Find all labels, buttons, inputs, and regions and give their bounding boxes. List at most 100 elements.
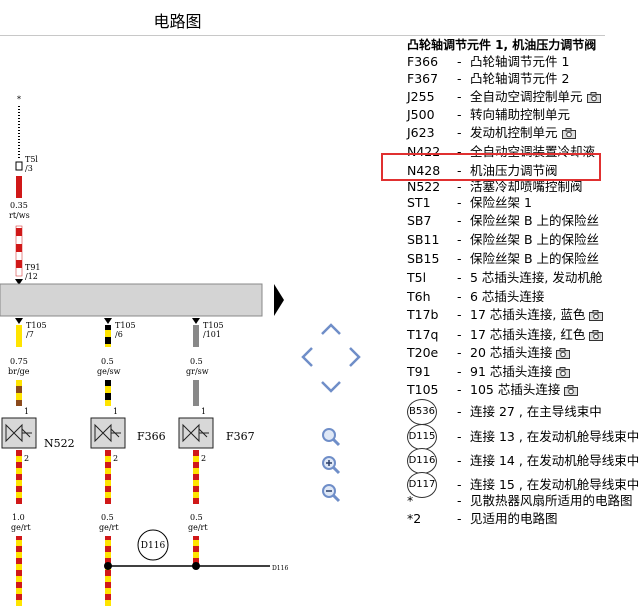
camera-icon[interactable]: [556, 367, 571, 378]
legend-item-desc-text: 保险丝架 B 上的保险丝: [470, 251, 600, 266]
zoom-in-button[interactable]: [320, 454, 342, 476]
legend-item-dash: -: [457, 232, 462, 247]
legend-item-dash: -: [457, 144, 462, 159]
legend-item-dash: -: [457, 270, 462, 285]
camera-icon[interactable]: [589, 310, 604, 321]
legend-item-dash: -: [457, 179, 462, 194]
f367-wire-gauge: 0.5: [190, 357, 203, 366]
legend-item-desc-text: 连接 15 , 在发动机舱导线束中: [470, 477, 639, 492]
legend-item-desc: 全自动空调控制单元: [470, 88, 601, 106]
legend-item-code: SB15: [407, 251, 440, 266]
camera-icon[interactable]: [561, 128, 576, 139]
legend-item-code: J623: [407, 125, 435, 140]
legend-item-code: *: [407, 493, 414, 508]
f367-wire-color: gr/sw: [186, 367, 209, 376]
legend-item-dash: -: [457, 327, 462, 342]
f366-lower-color: ge/rt: [99, 523, 119, 532]
legend-item-desc: 凸轮轴调节元件 2: [470, 70, 569, 88]
legend-item-dash: -: [457, 404, 462, 419]
legend-item-desc: 保险丝架 B 上的保险丝: [470, 250, 599, 268]
f367-lower-color: ge/rt: [188, 523, 208, 532]
legend-item-desc-text: 20 芯插头连接: [470, 345, 553, 360]
n522-label: N522: [44, 437, 75, 450]
f367-connector-code: T105: [203, 321, 224, 330]
legend-item-code: T17q: [407, 327, 439, 342]
legend-item-dash: -: [457, 511, 462, 526]
pan-up-button[interactable]: [320, 318, 342, 340]
f366-wire-gauge: 0.5: [101, 357, 114, 366]
t91-code: T91: [25, 263, 41, 272]
legend-item-code: T5l: [407, 270, 427, 285]
junction-d116[interactable]: D116 D116: [104, 529, 288, 572]
camera-icon[interactable]: [586, 92, 601, 103]
legend-item-desc-text: 连接 13 , 在发动机舱导线束中: [470, 429, 639, 444]
star-marker: *: [17, 95, 21, 104]
legend-item-code: F366: [407, 54, 439, 69]
legend-item-desc-text: 5 芯插头连接, 发动机舱: [470, 270, 603, 285]
bus-bar: [0, 283, 284, 317]
camera-icon[interactable]: [564, 385, 579, 396]
chevron-up-icon: [321, 323, 341, 335]
legend-item-desc: 91 芯插头连接: [470, 363, 571, 381]
legend-item-desc-text: 6 芯插头连接: [470, 289, 545, 304]
legend-item-code: D116: [407, 448, 437, 474]
legend-item-code: F367: [407, 71, 439, 86]
f366-pin-bottom: 2: [113, 454, 118, 463]
legend-item-desc: 见散热器风扇所适用的电路图: [470, 492, 633, 510]
f366-connector-pin: /6: [115, 330, 123, 339]
legend-item-desc: 连接 15 , 在发动机舱导线束中: [470, 476, 639, 494]
legend-item-desc: 5 芯插头连接, 发动机舱: [470, 269, 602, 287]
legend-item-dash: -: [457, 429, 462, 444]
highlight-n428: [381, 153, 601, 181]
legend-item-desc: 转向辅助控制单元: [470, 106, 570, 124]
pan-down-button[interactable]: [320, 376, 342, 398]
branch-f367: T105 /101 0.5 gr/sw 1 F367 2 0.5 ge/rt: [178, 318, 255, 566]
legend-item-desc-text: 机油压力调节阀: [470, 163, 558, 178]
zoom-out-button[interactable]: [320, 482, 342, 504]
legend-item-dash: -: [457, 364, 462, 379]
pan-left-button[interactable]: [296, 346, 318, 368]
legend-item-desc: 连接 13 , 在发动机舱导线束中: [470, 428, 639, 446]
legend-item-desc-text: 全自动空调装置冷却液: [470, 144, 596, 159]
legend-item-desc-text: 保险丝架 B 上的保险丝: [470, 213, 600, 228]
chevron-down-icon: [321, 381, 341, 393]
legend-item-desc-text: 17 芯插头连接, 蓝色: [470, 307, 586, 322]
legend-item-desc-text: 见适用的电路图: [470, 511, 558, 526]
legend-item-desc: 6 芯插头连接: [470, 288, 544, 306]
legend-item-desc-text: 保险丝架 B 上的保险丝: [470, 232, 600, 247]
legend-item-desc: 活塞冷却喷嘴控制阀: [470, 178, 583, 196]
legend-item-dash: -: [457, 251, 462, 266]
legend-item-dash: -: [457, 213, 462, 228]
n522-lower-gauge: 1.0: [12, 513, 25, 522]
pan-right-button[interactable]: [344, 346, 366, 368]
navigation-controls: [296, 318, 366, 508]
camera-icon[interactable]: [556, 348, 571, 359]
zoom-fit-button[interactable]: [320, 426, 342, 448]
d116-edge-label: D116: [272, 565, 288, 572]
legend-item-code: *2: [407, 511, 422, 526]
legend-item-dash: -: [457, 453, 462, 468]
legend-item-code: SB7: [407, 213, 432, 228]
t91-pin: /12: [25, 272, 38, 281]
branch-n522: T105 /7 0.75 br/ge 1 N522 2 1.0 ge/rt: [1, 318, 75, 606]
legend-item-code: ST1: [407, 195, 431, 210]
legend-item-desc: 见适用的电路图: [470, 510, 558, 528]
page-title: 电路图: [153, 12, 202, 31]
legend-item-desc: 凸轮轴调节元件 1: [470, 53, 569, 71]
legend-item-dash: -: [457, 71, 462, 86]
n522-wire-gauge: 0.75: [10, 357, 28, 366]
legend-item-dash: -: [457, 477, 462, 492]
n522-connector-pin: /7: [26, 330, 34, 339]
camera-icon[interactable]: [589, 330, 604, 341]
f366-label: F366: [137, 430, 166, 443]
legend-item-desc: 105 芯插头连接: [470, 381, 579, 399]
zoom-in-icon: [322, 456, 341, 475]
legend-item-desc: 连接 27 , 在主导线束中: [470, 403, 602, 421]
f367-pin-top: 1: [201, 407, 206, 416]
legend-item-desc-text: 连接 27 , 在主导线束中: [470, 404, 602, 419]
legend-item-desc: 保险丝架 1: [470, 194, 532, 212]
legend-item-desc-text: 连接 14 , 在发动机舱导线束中: [470, 453, 639, 468]
chevron-right-icon: [349, 347, 361, 367]
circuit-diagram[interactable]: * T5l /3 0.35 rt/ws T91 /12 T105 /7 0.75…: [0, 36, 290, 606]
